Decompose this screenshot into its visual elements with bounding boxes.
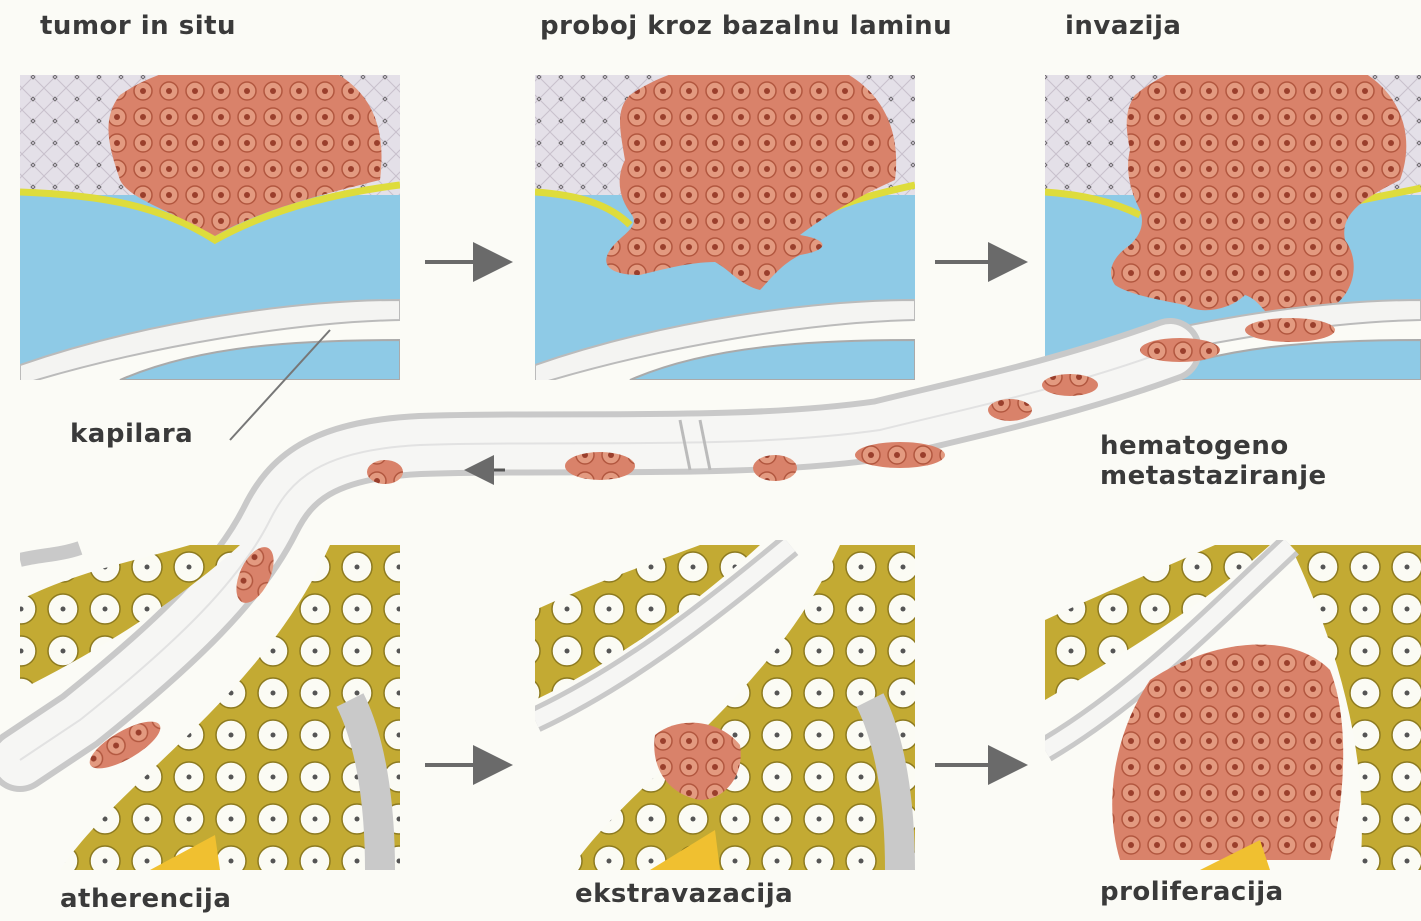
panel-extravasation	[535, 545, 915, 870]
panel-invasion	[1045, 54, 1421, 385]
label-invasion: invazija	[1065, 12, 1181, 42]
label-hematogenous-line1: hematogeno	[1100, 432, 1327, 462]
label-proliferation: proliferacija	[1100, 878, 1284, 908]
label-hematogenous-metastasis: hematogeno metastaziranje	[1100, 432, 1327, 492]
label-tumor-in-situ: tumor in situ	[40, 12, 236, 42]
label-breach-basal-lamina: proboj kroz bazalnu laminu	[540, 12, 952, 42]
label-capillary: kapilara	[70, 420, 193, 450]
panel-proliferation	[1045, 545, 1421, 870]
panel-tumor-in-situ	[20, 60, 400, 385]
label-adherence: atherencija	[60, 885, 231, 915]
label-hematogenous-line2: metastaziranje	[1100, 462, 1327, 492]
label-extravasation: ekstravazacija	[575, 880, 793, 910]
panel-breach-basal-lamina	[535, 60, 915, 385]
